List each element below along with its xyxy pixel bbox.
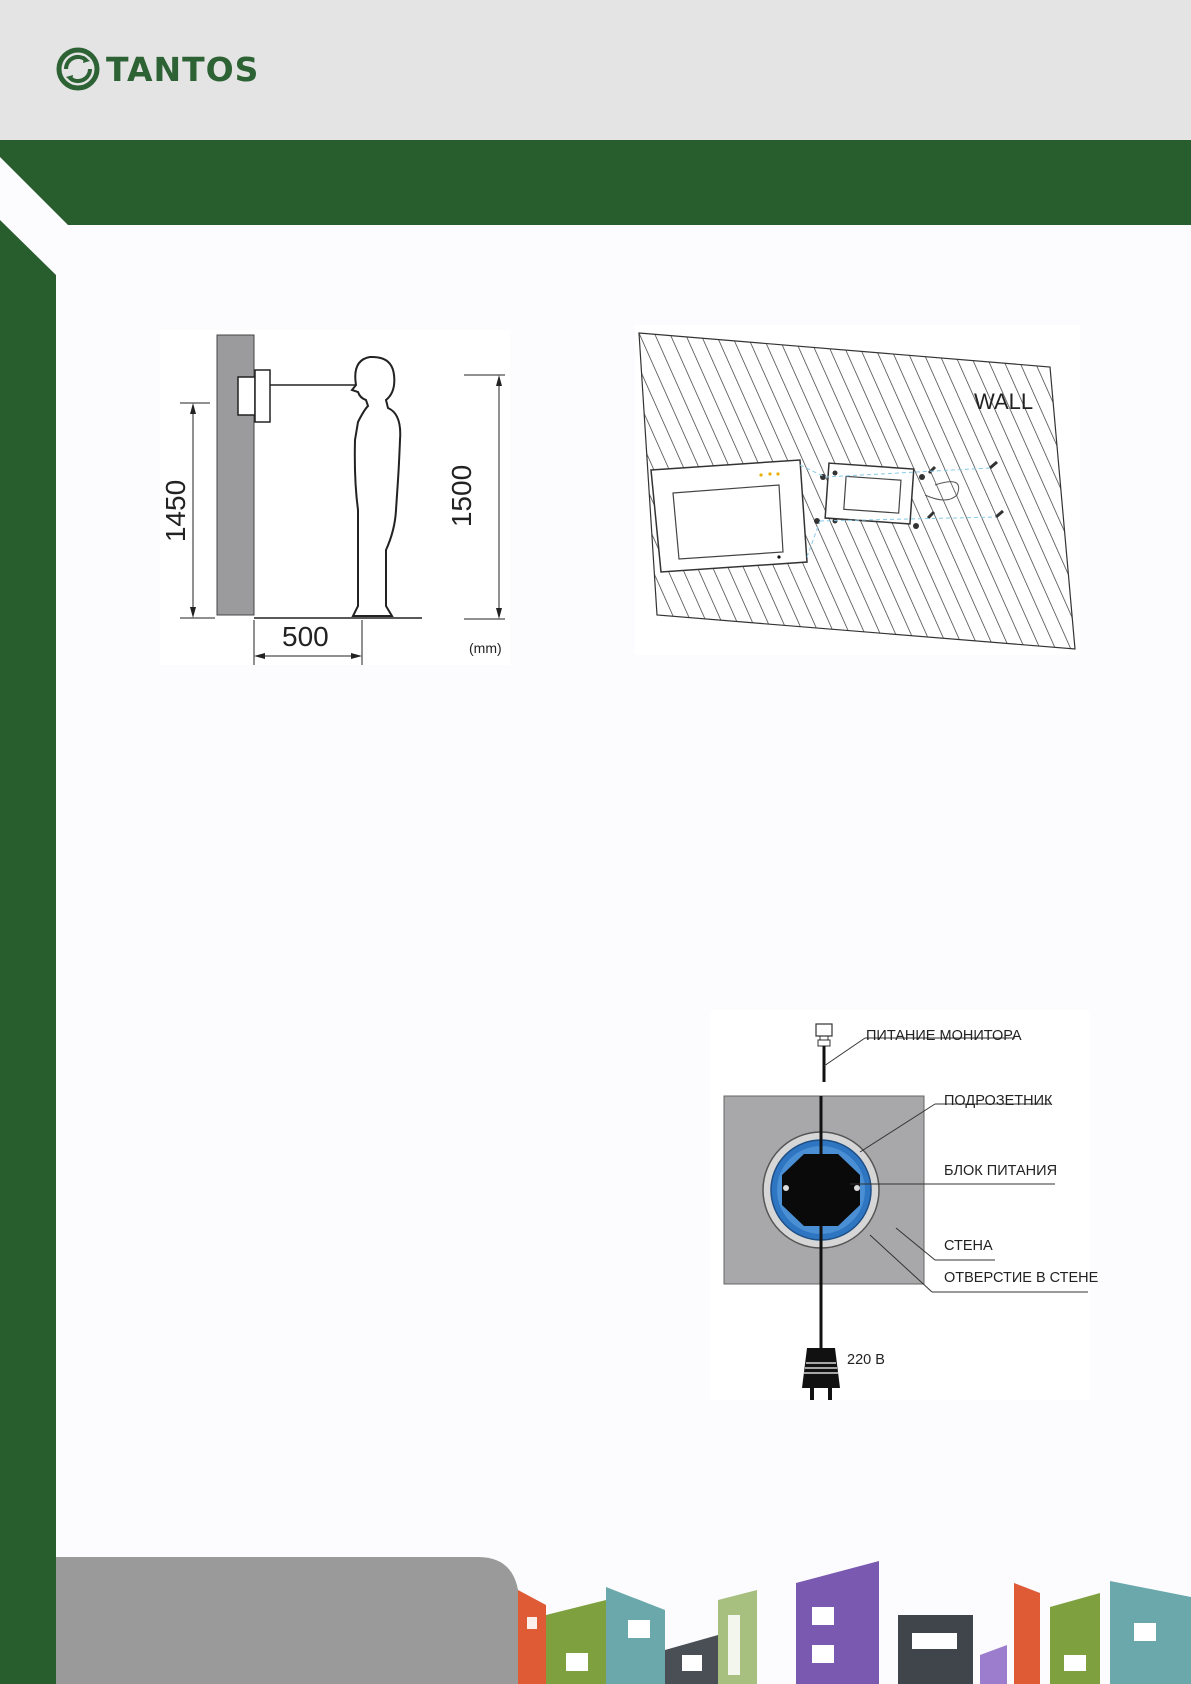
footer-cityscape (56, 1557, 1191, 1684)
green-sidebar (0, 220, 56, 1684)
power-supply-diagram: ПИТАНИЕ МОНИТОРА ПОДРОЗЕТНИК БЛОК ПИТАНИ… (710, 1010, 1098, 1400)
wall-mounting-diagram: WALL (635, 325, 1080, 655)
label-wall: СТЕНА (944, 1238, 993, 1254)
dimension-1500: 1500 (446, 464, 478, 528)
mounting-height-diagram: 1450 1500 500 (mm) (160, 330, 510, 665)
page-header: TANTOS (0, 0, 1191, 140)
brand-name: TANTOS (106, 49, 260, 89)
label-wall-hole: ОТВЕРСТИЕ В СТЕНЕ (944, 1270, 1099, 1286)
brand-logo: TANTOS (56, 44, 259, 94)
label-monitor-power: ПИТАНИЕ МОНИТОРА (866, 1028, 1022, 1044)
green-band (0, 140, 1191, 225)
label-backbox: ПОДРОЗЕТНИК (944, 1093, 1053, 1109)
label-mains-voltage: 220 В (847, 1352, 885, 1368)
dimension-500: 500 (282, 621, 329, 652)
dimension-1450: 1450 (160, 479, 192, 543)
unit-label: (mm) (469, 640, 502, 656)
tantos-logo-icon (56, 47, 100, 91)
label-power-unit: БЛОК ПИТАНИЯ (944, 1163, 1058, 1179)
wall-label: WALL (974, 389, 1034, 414)
